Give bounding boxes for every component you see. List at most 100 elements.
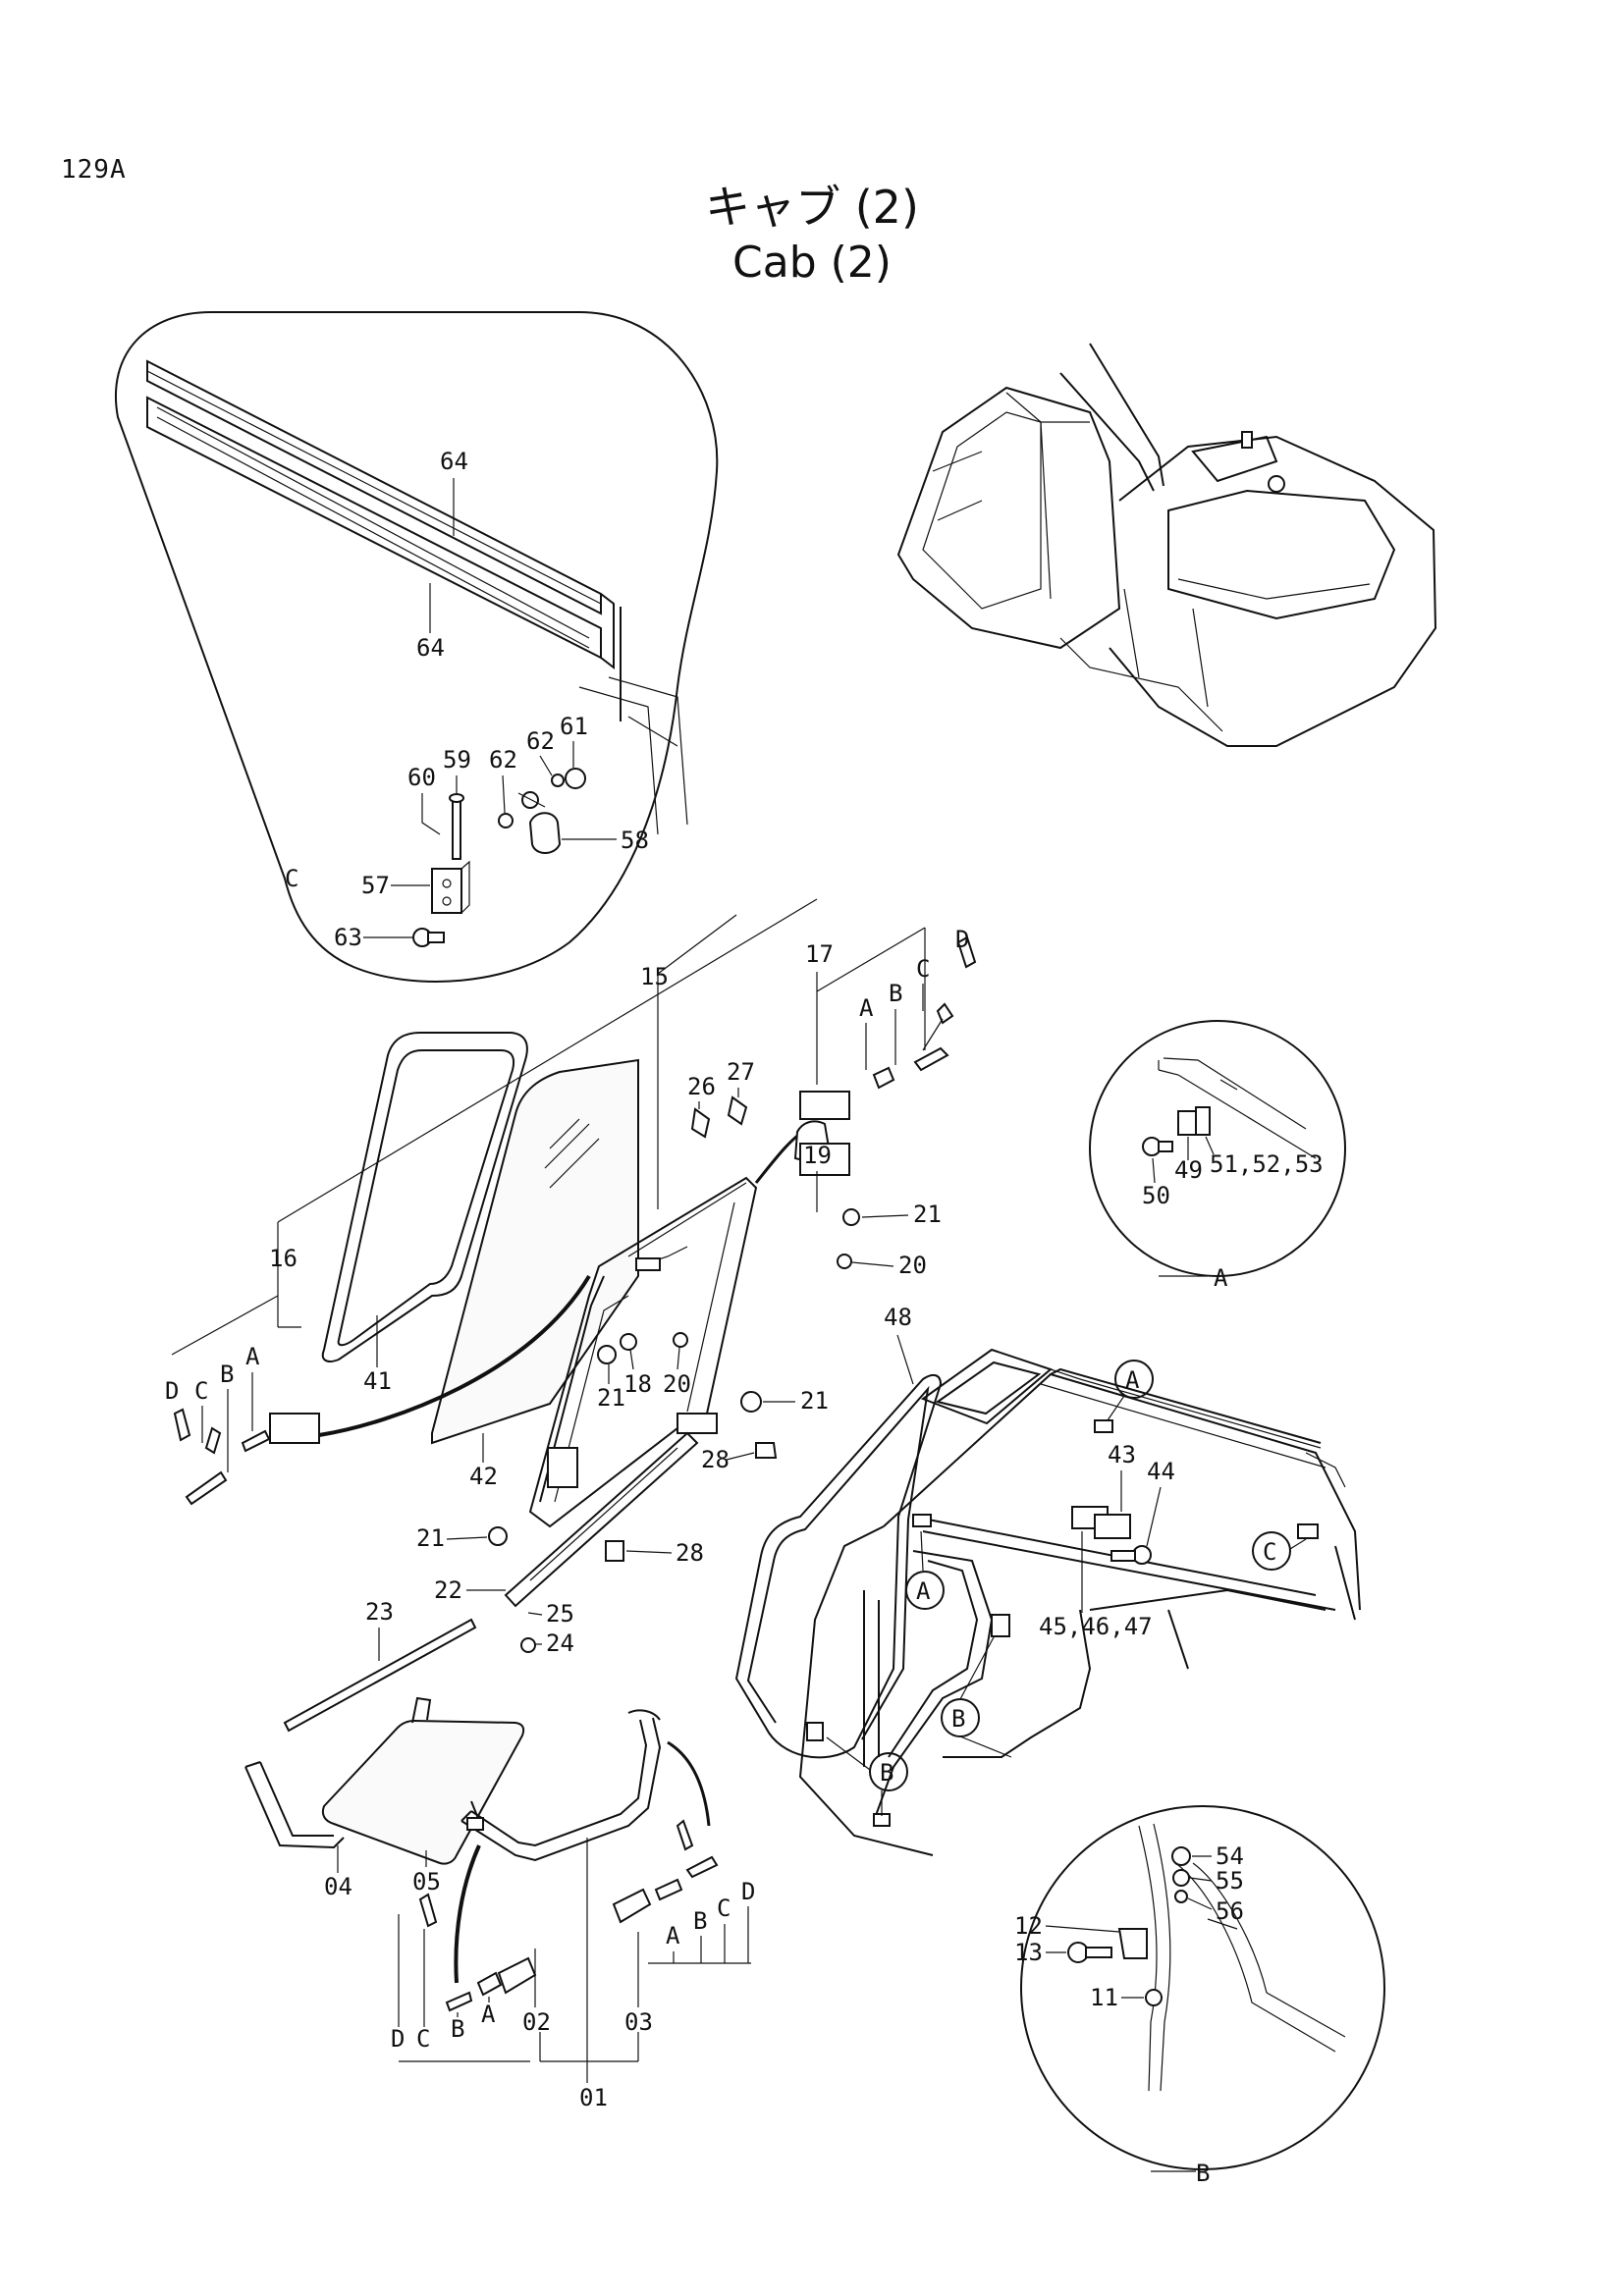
- guide-rail-22: [504, 1431, 699, 1608]
- letter-d-16: D: [165, 1377, 179, 1405]
- circle-ref-a-top: A: [1125, 1366, 1140, 1394]
- callout-04: 04: [324, 1873, 352, 1900]
- callout-56: 56: [1216, 1897, 1244, 1925]
- callout-21-low: 21: [416, 1524, 445, 1552]
- small-parts-frame: [488, 1095, 860, 1562]
- letter-c-17: C: [916, 955, 930, 983]
- labels-17: 17 A B C D: [805, 926, 969, 1085]
- callout-23: 23: [365, 1598, 394, 1626]
- letter-c-03: C: [717, 1895, 731, 1922]
- callout-62-left: 62: [489, 746, 517, 774]
- letter-b-17: B: [889, 980, 902, 1007]
- detail-a-bubble: 49 50 51,52,53 A: [1089, 1020, 1346, 1292]
- callout-54: 54: [1216, 1842, 1244, 1870]
- letter-a-02: A: [481, 2001, 496, 2028]
- labels-cab: 48 43 44 45,46,47: [884, 1304, 1175, 1640]
- callout-20-top: 20: [898, 1252, 927, 1279]
- callout-18: 18: [623, 1370, 652, 1398]
- leader-lines-top: [277, 898, 818, 1328]
- labels-16: 16 A B C D: [165, 1245, 298, 1472]
- latch-assembly-03: [612, 1819, 719, 1924]
- callout-43: 43: [1108, 1441, 1136, 1468]
- letter-b-16: B: [220, 1361, 234, 1388]
- callout-58: 58: [621, 827, 649, 854]
- callout-51-53: 51,52,53: [1210, 1150, 1324, 1178]
- window-glass-05: [321, 1696, 525, 1865]
- callout-13: 13: [1014, 1939, 1043, 1966]
- callout-63: 63: [334, 924, 362, 951]
- cab-brackets: [806, 1419, 1319, 1827]
- callout-50: 50: [1142, 1182, 1170, 1209]
- callout-61: 61: [560, 713, 588, 740]
- rod-23: [283, 1618, 477, 1733]
- callout-64-bottom: 64: [416, 634, 445, 662]
- detail-c-bubble: [115, 311, 719, 983]
- latch-assembly-17: [799, 935, 977, 1120]
- excavator-overview: [896, 343, 1437, 747]
- callout-42: 42: [469, 1463, 498, 1490]
- page-title-english: Cab (2): [732, 238, 892, 288]
- callout-21-right: 21: [800, 1387, 829, 1415]
- callout-26: 26: [687, 1073, 716, 1100]
- callout-57: 57: [361, 872, 390, 899]
- callout-05: 05: [412, 1868, 441, 1896]
- detail-c-letter: C: [285, 865, 298, 892]
- callout-48: 48: [884, 1304, 912, 1331]
- callout-11: 11: [1090, 1984, 1118, 2011]
- letter-a-16: A: [245, 1343, 260, 1370]
- bracket-58: [517, 791, 562, 854]
- circle-ref-b-low: B: [880, 1759, 893, 1787]
- circle-ref-a-left: A: [916, 1577, 931, 1605]
- callout-24: 24: [546, 1629, 574, 1657]
- detail-c-labels: 64 64 61 62 62 60 59 58 57 63 C: [285, 448, 649, 951]
- latch-bracket-57: [431, 860, 470, 914]
- circle-ref-c: C: [1263, 1538, 1276, 1566]
- door-frame-15: [528, 1176, 758, 1528]
- letter-b-03: B: [693, 1907, 707, 1935]
- callout-01: 01: [579, 2084, 608, 2111]
- callout-19: 19: [803, 1142, 832, 1169]
- window-frame-04: [244, 1761, 345, 1849]
- latch-assembly-02: [418, 1893, 537, 2012]
- circle-ref-b-left: B: [951, 1705, 965, 1733]
- latch-assembly-16: [173, 1408, 320, 1506]
- callout-55: 55: [1216, 1867, 1244, 1895]
- callout-44: 44: [1147, 1458, 1175, 1485]
- cab-corner-detail-c: [578, 607, 688, 835]
- labels-frame: 15 26 27 19 21 20 21 18 20 21 41 42 28 2…: [363, 963, 942, 1661]
- detail-b-bubble: 54 55 56 12 13 11 B: [1014, 1805, 1385, 2187]
- letter-d-03: D: [741, 1878, 755, 1905]
- callout-41: 41: [363, 1367, 392, 1395]
- callout-21-top: 21: [913, 1201, 942, 1228]
- bolt-61: [565, 768, 586, 789]
- callout-62-right: 62: [526, 727, 555, 755]
- page-title-japanese: キャブ (2): [705, 181, 919, 234]
- letter-a-17: A: [859, 994, 874, 1022]
- detail-a-letter: A: [1214, 1264, 1228, 1292]
- letter-d-02: D: [391, 2025, 405, 2053]
- callout-28-top: 28: [701, 1446, 730, 1473]
- letter-d-17: D: [955, 926, 969, 953]
- letter-b-02: B: [451, 2015, 464, 2043]
- callout-20-mid: 20: [663, 1370, 691, 1398]
- connecting-cable-low: [454, 1740, 711, 1984]
- cab-body: [798, 1348, 1361, 1856]
- washer-62: [498, 774, 565, 828]
- page-number: 129A: [61, 155, 127, 185]
- bolt-63: [412, 928, 445, 947]
- letter-c-02: C: [416, 2025, 430, 2053]
- callout-21-mid: 21: [597, 1384, 625, 1412]
- callout-45-47: 45,46,47: [1039, 1613, 1153, 1640]
- letter-a-03: A: [666, 1922, 680, 1949]
- cab-circle-refs: A A B B C: [826, 1360, 1307, 1816]
- bolt-59: [449, 793, 464, 860]
- callout-27: 27: [727, 1058, 755, 1086]
- callout-03: 03: [624, 2008, 653, 2036]
- callout-60: 60: [407, 764, 436, 791]
- callout-28-low: 28: [676, 1539, 704, 1567]
- callout-12: 12: [1014, 1912, 1043, 1940]
- detail-b-letter: B: [1196, 2160, 1210, 2187]
- callout-16: 16: [269, 1245, 298, 1272]
- callout-59: 59: [443, 746, 471, 774]
